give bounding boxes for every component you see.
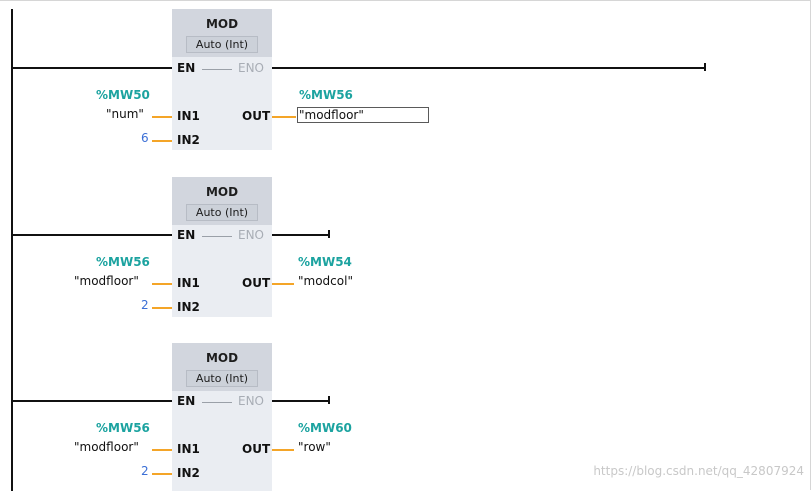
rung-end (704, 63, 706, 71)
rung-wire-out (272, 400, 330, 402)
rung-wire (12, 234, 172, 236)
pin-in2: IN2 (177, 133, 200, 147)
pin-in1: IN1 (177, 109, 200, 123)
block-title: MOD (205, 351, 239, 365)
pin-in2: IN2 (177, 466, 200, 480)
rung-wire-out (272, 234, 330, 236)
in1-address: %MW56 (96, 255, 150, 269)
out-address: %MW54 (298, 255, 352, 269)
rung-wire (12, 400, 172, 402)
in2-constant[interactable]: 6 (141, 131, 149, 145)
pin-out: OUT (242, 276, 271, 290)
pin-in2: IN2 (177, 300, 200, 314)
mod-block[interactable]: MOD Auto (Int) EN ENO IN1 OUT IN2 (172, 343, 272, 491)
rung-wire (12, 67, 172, 69)
network-1: MOD Auto (Int) EN ENO IN1 OUT IN2 %MW50 … (0, 0, 812, 160)
pin-out: OUT (242, 442, 271, 456)
block-title: MOD (205, 17, 239, 31)
in1-wire (152, 283, 172, 285)
rung-end (328, 396, 330, 404)
block-type-dropdown[interactable]: Auto (Int) (186, 204, 258, 221)
in1-wire (152, 449, 172, 451)
mod-block-header: MOD Auto (Int) (172, 9, 272, 57)
in2-wire (152, 140, 172, 142)
out-address: %MW60 (298, 421, 352, 435)
out-wire (272, 449, 294, 451)
watermark: https://blog.csdn.net/qq_42807924 (593, 464, 804, 478)
out-tag[interactable]: "row" (298, 440, 331, 454)
in2-wire (152, 307, 172, 309)
in2-constant[interactable]: 2 (141, 464, 149, 478)
block-title: MOD (205, 185, 239, 199)
en-eno-line (202, 402, 232, 403)
block-type-dropdown[interactable]: Auto (Int) (186, 36, 258, 53)
pin-en: EN (177, 394, 196, 408)
pin-in1: IN1 (177, 276, 200, 290)
out-tag-input[interactable]: "modfloor" (297, 107, 429, 123)
block-type-dropdown[interactable]: Auto (Int) (186, 370, 258, 387)
pin-in1: IN1 (177, 442, 200, 456)
mod-block[interactable]: MOD Auto (Int) EN ENO IN1 OUT IN2 (172, 177, 272, 317)
in1-tag[interactable]: "modfloor" (74, 440, 139, 454)
power-rail (11, 9, 13, 491)
mod-block[interactable]: MOD Auto (Int) EN ENO IN1 OUT IN2 (172, 9, 272, 150)
rung-wire-out (272, 67, 706, 69)
in2-wire (152, 473, 172, 475)
in1-wire (152, 116, 172, 118)
out-wire (272, 283, 294, 285)
pin-eno: ENO (238, 394, 265, 408)
in1-tag[interactable]: "modfloor" (74, 274, 139, 288)
in1-tag[interactable]: "num" (106, 107, 144, 121)
pin-eno: ENO (238, 61, 265, 75)
mod-block-header: MOD Auto (Int) (172, 343, 272, 391)
pin-out: OUT (242, 109, 271, 123)
network-2: MOD Auto (Int) EN ENO IN1 OUT IN2 %MW56 … (0, 168, 812, 328)
out-tag[interactable]: "modcol" (298, 274, 353, 288)
network-3: MOD Auto (Int) EN ENO IN1 OUT IN2 %MW56 … (0, 334, 812, 494)
in1-address: %MW56 (96, 421, 150, 435)
in1-address: %MW50 (96, 88, 150, 102)
en-eno-line (202, 236, 232, 237)
pin-en: EN (177, 61, 196, 75)
en-eno-line (202, 69, 232, 70)
pin-en: EN (177, 228, 196, 242)
in2-constant[interactable]: 2 (141, 298, 149, 312)
out-address: %MW56 (299, 88, 353, 102)
out-wire (272, 116, 296, 118)
pin-eno: ENO (238, 228, 265, 242)
rung-end (328, 230, 330, 238)
mod-block-header: MOD Auto (Int) (172, 177, 272, 225)
